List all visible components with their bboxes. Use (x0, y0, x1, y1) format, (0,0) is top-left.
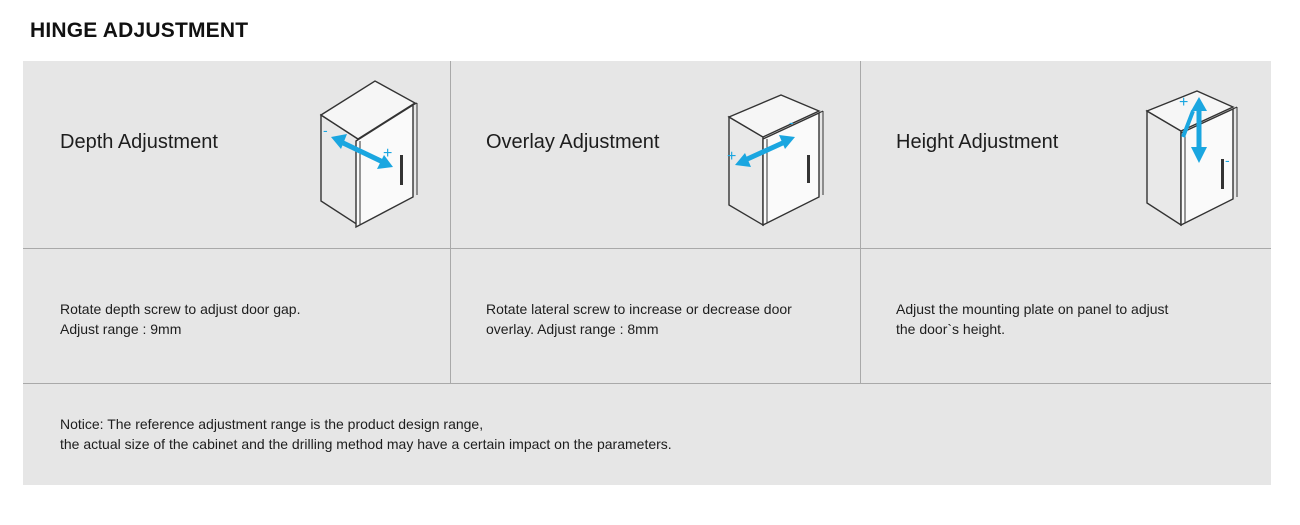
height-adjustment-title: Height Adjustment (896, 131, 1059, 153)
row-divider-2 (23, 383, 1271, 384)
plus-label: + (727, 148, 736, 165)
column-divider-2 (860, 61, 861, 383)
adjustment-table: Depth Adjustment - + Rotate depth screw … (23, 61, 1271, 485)
plus-label: + (1179, 94, 1188, 111)
cabinet-height-arrow-icon: + - (1145, 90, 1238, 227)
depth-adjustment-description: Rotate depth screw to adjust door gap. A… (60, 301, 301, 337)
overlay-adjustment-description: Rotate lateral screw to increase or decr… (486, 301, 792, 337)
overlay-adjustment-title: Overlay Adjustment (486, 131, 660, 153)
page-title: HINGE ADJUSTMENT (30, 19, 249, 42)
height-adjustment-description: Adjust the mounting plate on panel to ad… (896, 301, 1169, 337)
minus-label: - (323, 122, 328, 138)
column-divider-1 (450, 61, 451, 383)
minus-label: - (789, 114, 794, 130)
row-divider-1 (23, 248, 1271, 249)
notice-text: Notice: The reference adjustment range i… (60, 416, 672, 452)
minus-label: - (1225, 152, 1230, 168)
plus-label: + (383, 145, 392, 162)
cabinet-depth-arrow-icon: - + (319, 80, 418, 229)
depth-adjustment-title: Depth Adjustment (60, 131, 218, 153)
cabinet-overlay-arrow-icon: + - (727, 94, 824, 227)
